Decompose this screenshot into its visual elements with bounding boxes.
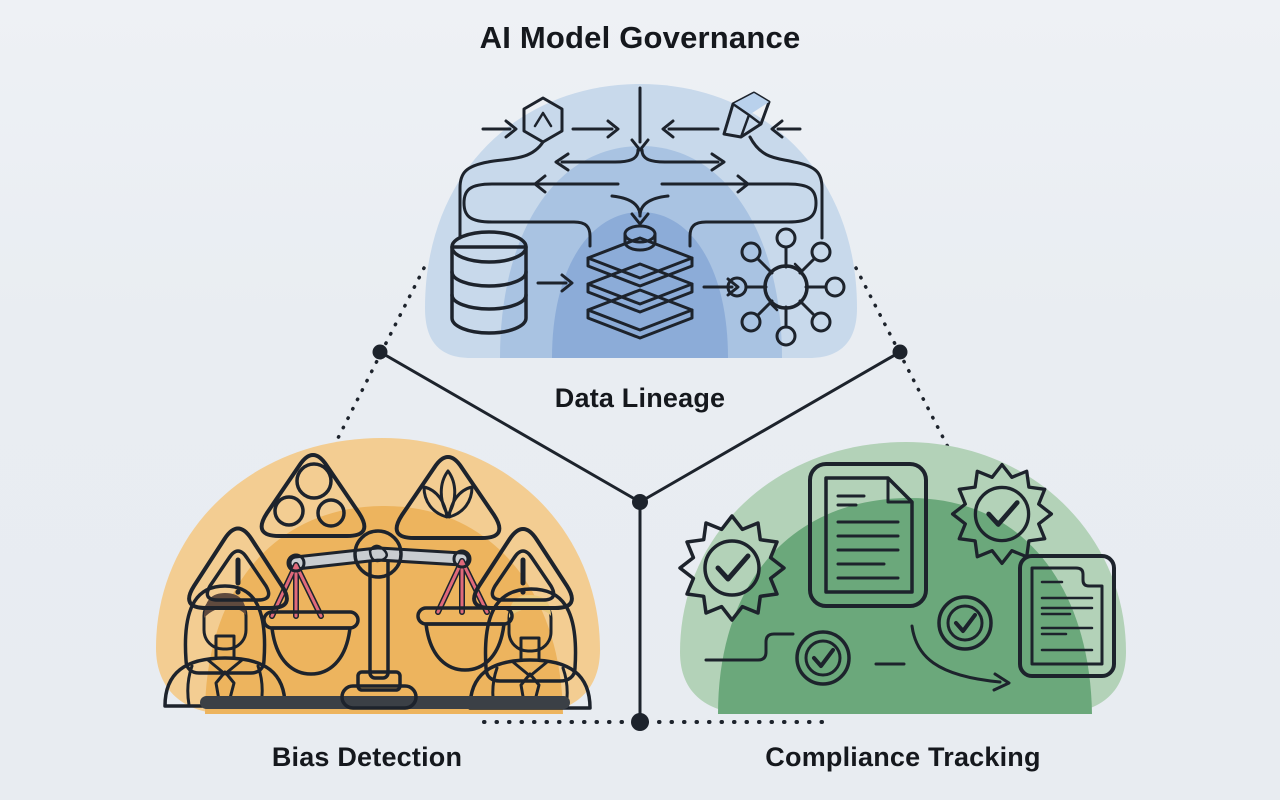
junction-dot-left (372, 344, 388, 360)
warning-triangle-orange-icon (187, 526, 289, 610)
compliance-flow (704, 624, 1011, 692)
junction-dot-right (892, 344, 908, 360)
seal-check-orange-icon (678, 514, 786, 622)
compliance-tracking-label: Compliance Tracking (765, 742, 1041, 772)
network-hub-icon (726, 227, 846, 347)
document-blue-icon (808, 462, 928, 608)
dotted-link-right (854, 266, 972, 492)
dotted-link-left (334, 266, 426, 444)
compliance-tracking-cluster (678, 442, 1126, 714)
bias-detection-label: Bias Detection (271, 742, 463, 772)
document-red-icon (1018, 554, 1116, 678)
category-balls-triangle-icon (259, 453, 367, 538)
data-lineage-label: Data Lineage (554, 383, 726, 413)
database-icon (450, 230, 528, 335)
bias-detection-cluster (156, 438, 600, 714)
hexagon-chip-icon (522, 96, 564, 144)
leaves-triangle-icon (394, 455, 502, 540)
warning-triangle-red-icon (472, 527, 574, 610)
arrow-db-to-stack (536, 273, 574, 293)
check-circle-icon-2 (937, 595, 993, 651)
ground-bar (200, 696, 570, 709)
solid-link-right (638, 350, 902, 504)
balance-scale-icon (262, 529, 514, 710)
crystal-icon (722, 91, 771, 139)
check-circle-icon (795, 630, 851, 686)
solid-link-left (378, 350, 642, 504)
seal-check-gray-icon (950, 462, 1054, 566)
junction-dot-bottom (631, 713, 649, 731)
connectors (334, 266, 972, 731)
page-title: AI Model Governance (479, 20, 801, 55)
data-lineage-cluster (425, 84, 857, 358)
flow-arrows (458, 86, 824, 248)
layer-stack-icon (586, 224, 694, 340)
junction-dot-center (632, 494, 648, 510)
